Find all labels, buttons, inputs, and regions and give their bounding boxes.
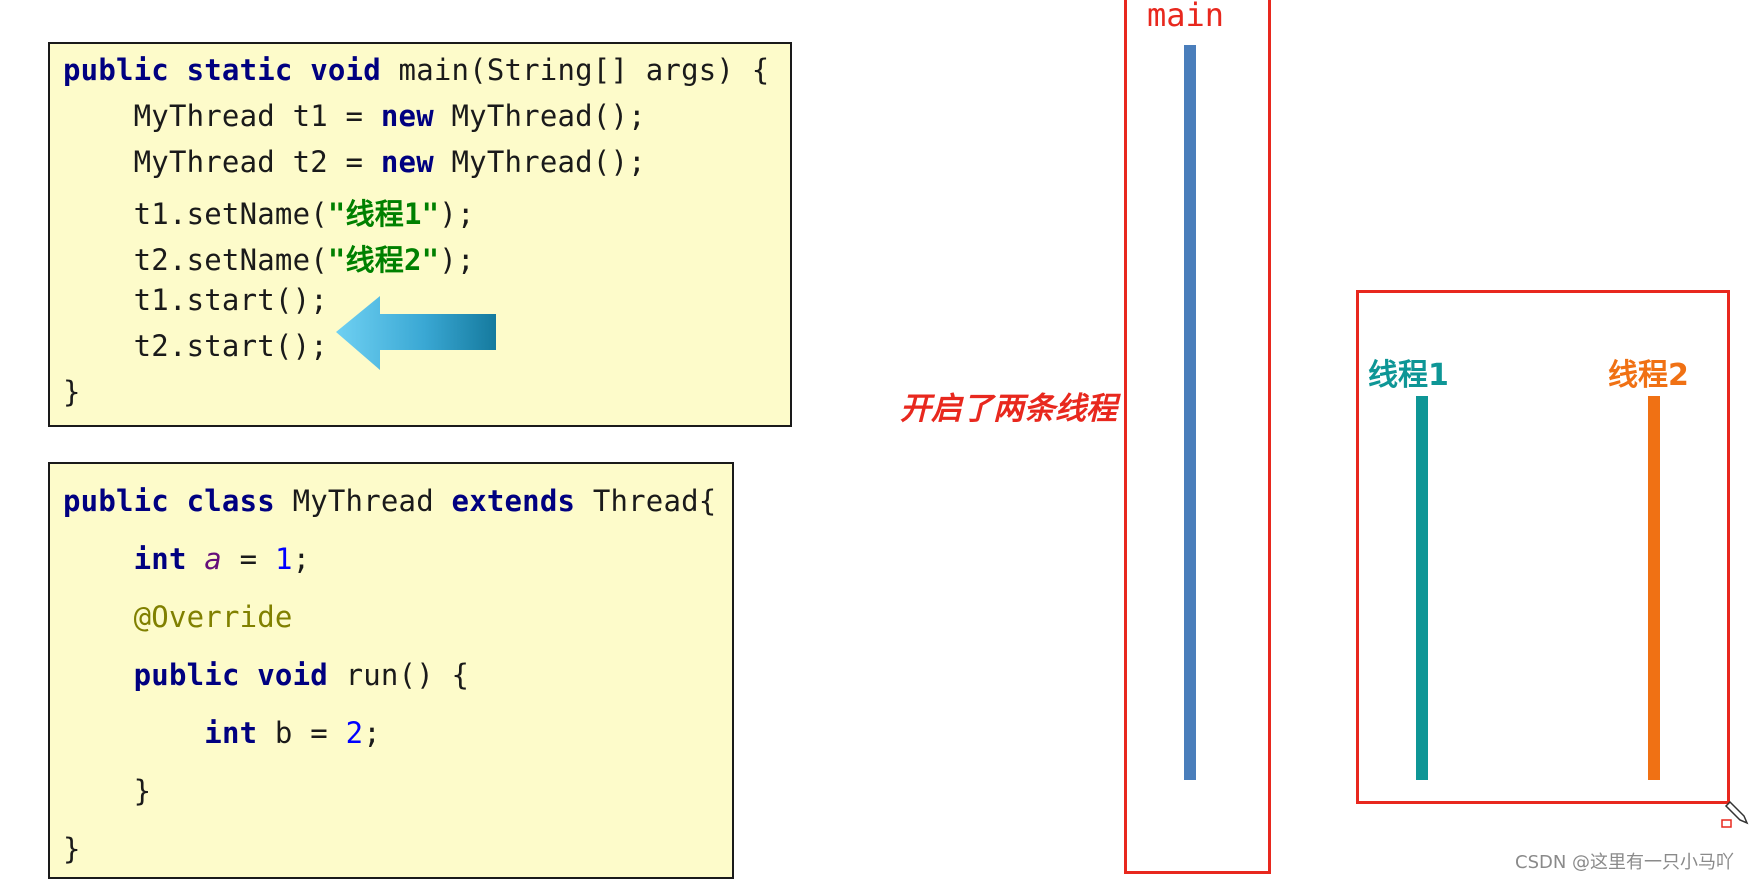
code-token: MyThread (274, 484, 452, 518)
code-token: "线程2" (327, 243, 440, 277)
code-token: new (380, 99, 434, 133)
code-line: t1.setName("线程1"); (63, 191, 475, 233)
code-token: t2.start(); (63, 329, 328, 363)
code-line: public class MyThread extends Thread{ (63, 484, 716, 518)
code-token (63, 716, 204, 750)
thread2-bar (1648, 396, 1660, 780)
code-line: MyThread t2 = new MyThread(); (63, 145, 646, 179)
code-token (187, 542, 205, 576)
code-token: b = (257, 716, 346, 750)
code-token: = (221, 542, 275, 576)
code-token: Thread{ (575, 484, 717, 518)
annotation-two-threads: 开启了两条线程 (900, 391, 1117, 427)
code-token: MyThread t1 = (63, 99, 381, 133)
mythread-class-code-box: public class MyThread extends Thread{ in… (48, 462, 734, 879)
code-line: } (63, 774, 151, 808)
code-line: t1.start(); (63, 283, 328, 317)
code-token: } (63, 832, 81, 866)
child-threads-frame (1356, 290, 1730, 804)
code-token: } (63, 774, 152, 808)
code-token: ); (439, 197, 475, 231)
code-line: int a = 1; (63, 542, 310, 576)
code-token: "线程1" (327, 197, 440, 231)
main-thread-label: main (1147, 0, 1225, 34)
code-token: 1 (274, 542, 293, 576)
code-line: t2.setName("线程2"); (63, 237, 475, 279)
code-token: int (204, 716, 258, 750)
code-token: int (133, 542, 187, 576)
code-token: extends (451, 484, 576, 518)
code-line: t2.start(); (63, 329, 328, 363)
code-token: t1.setName( (63, 197, 328, 231)
code-token: t1.start(); (63, 283, 328, 317)
code-token (63, 658, 134, 692)
code-token: a (204, 542, 222, 576)
thread1-label: 线程1 (1368, 358, 1449, 393)
code-token: run() { (327, 658, 470, 692)
code-line: public static void main(String[] args) { (63, 53, 769, 87)
code-token: public void (133, 658, 328, 692)
code-token: public class (63, 484, 275, 518)
csdn-watermark: CSDN @这里有一只小马吖 (1515, 852, 1735, 873)
code-token: main(String[] args) { (380, 53, 770, 87)
code-token: @Override (133, 600, 293, 634)
code-token: } (63, 375, 81, 409)
code-token: MyThread(); (433, 145, 646, 179)
thread2-label: 线程2 (1608, 358, 1689, 393)
arrow-left-icon (336, 296, 496, 370)
code-token: MyThread t2 = (63, 145, 381, 179)
code-token: MyThread(); (433, 99, 646, 133)
main-thread-bar (1184, 45, 1196, 780)
code-token (63, 600, 134, 634)
code-line: public void run() { (63, 658, 469, 692)
code-token: 2 (345, 716, 364, 750)
code-line: } (63, 832, 81, 866)
main-method-code-box: public static void main(String[] args) {… (48, 42, 792, 427)
code-line: MyThread t1 = new MyThread(); (63, 99, 646, 133)
code-token: ; (363, 716, 381, 750)
code-token: new (380, 145, 434, 179)
pen-cursor-icon (1721, 800, 1749, 828)
code-token (63, 542, 134, 576)
code-token: t2.setName( (63, 243, 328, 277)
thread1-bar (1416, 396, 1428, 780)
main-thread-frame (1124, 0, 1271, 874)
code-line: } (63, 375, 81, 409)
code-token: ); (439, 243, 475, 277)
code-token: public static void (63, 53, 381, 87)
code-line: int b = 2; (63, 716, 381, 750)
code-token: ; (292, 542, 311, 576)
code-line: @Override (63, 600, 293, 634)
